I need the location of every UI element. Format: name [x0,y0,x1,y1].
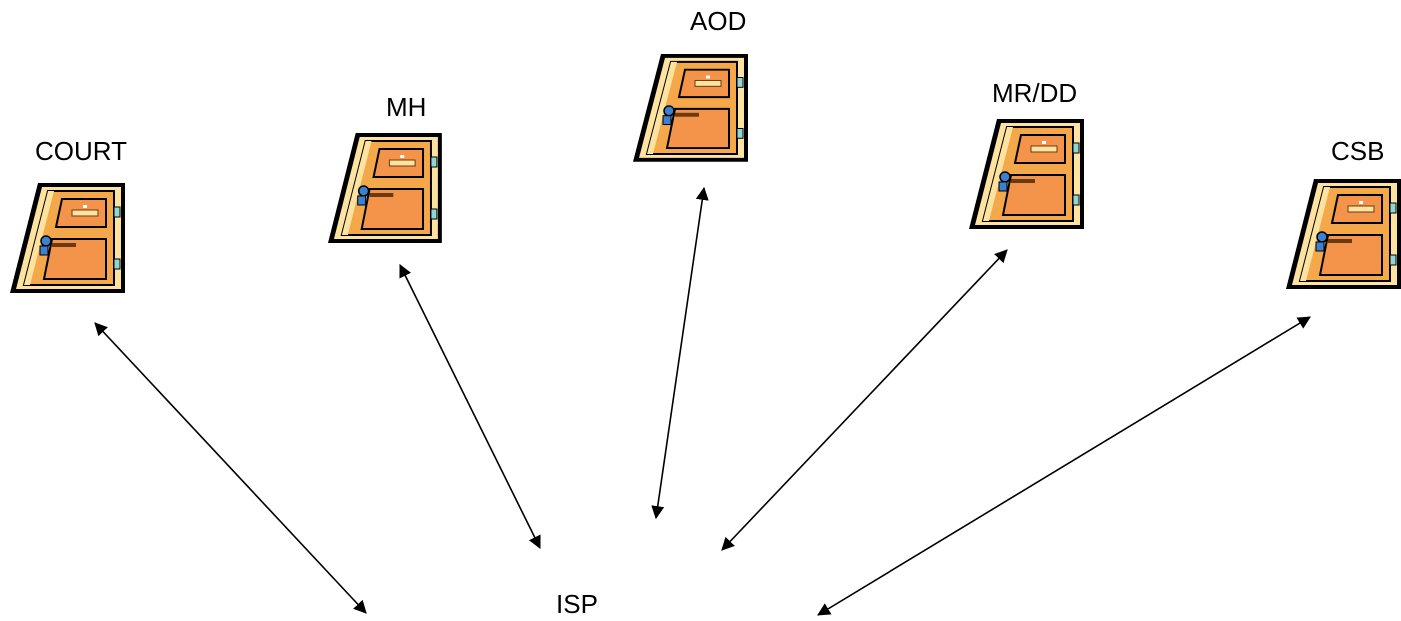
door-icon [327,132,443,244]
door-label-csb: CSB [1331,136,1384,166]
door-icon [968,118,1085,230]
door-icon [1285,178,1401,290]
door-icon [9,182,126,294]
door-label-mrdd: MR/DD [992,78,1077,108]
arrow-mrdd-isp [721,249,1008,551]
door-icon [632,53,749,163]
arrow-court-isp [94,322,367,614]
arrow-mh-isp [399,264,541,549]
arrow-aod-isp [651,186,709,520]
door-label-court: COURT [35,136,127,166]
door-label-aod: AOD [690,6,746,36]
arrow-csb-isp [817,316,1311,616]
door-label-mh: MH [386,92,426,122]
center-label-isp: ISP [556,589,598,619]
